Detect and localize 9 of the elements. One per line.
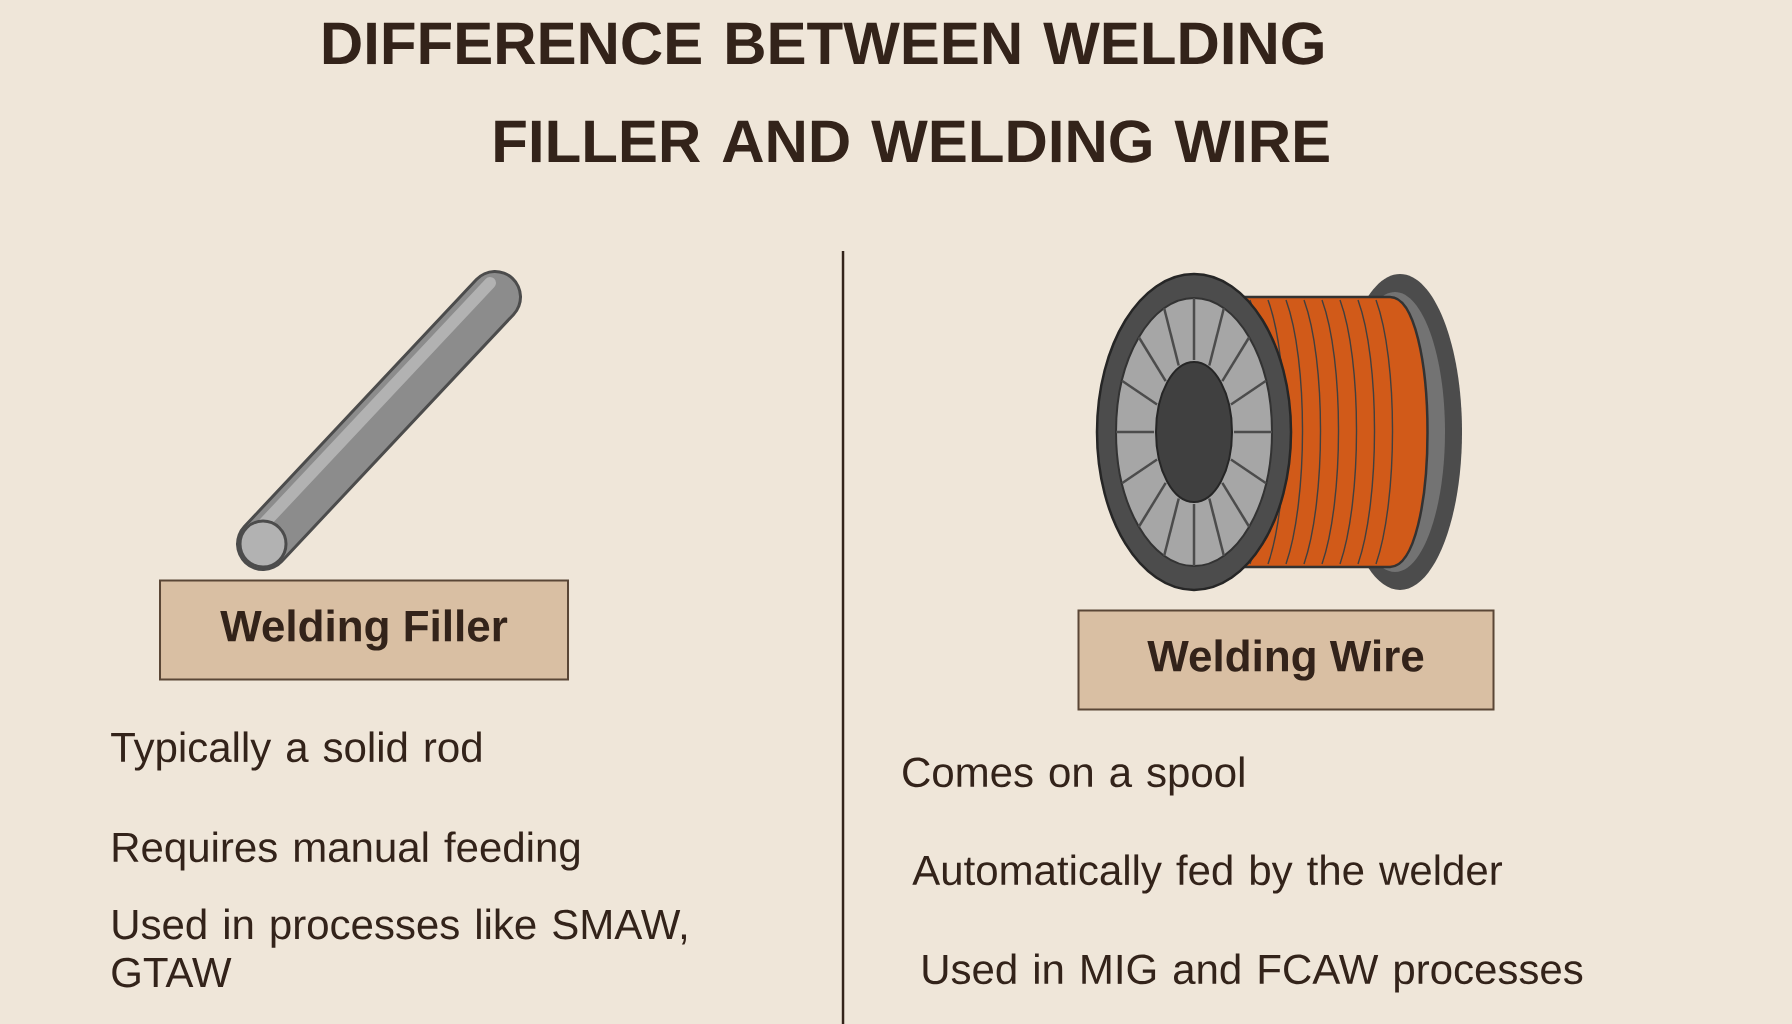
title: DIFFERENCE BETWEEN WELDING FILLER AND WELDING WIRE	[323, 22, 1329, 163]
label-box: Welding Filler	[159, 579, 569, 681]
label-box: Welding Wire	[1077, 609, 1495, 711]
description-text: Used in processes like SMAW, GTAW	[112, 908, 686, 988]
description-text: Used in MIG and FCAW processes	[923, 953, 1583, 993]
description-text: Requires manual feeding	[113, 831, 579, 871]
description-text: Comes on a spool	[903, 756, 1244, 796]
description-text: Automatically fed by the welder	[912, 854, 1502, 894]
description-text: Typically a solid rod	[111, 731, 481, 771]
